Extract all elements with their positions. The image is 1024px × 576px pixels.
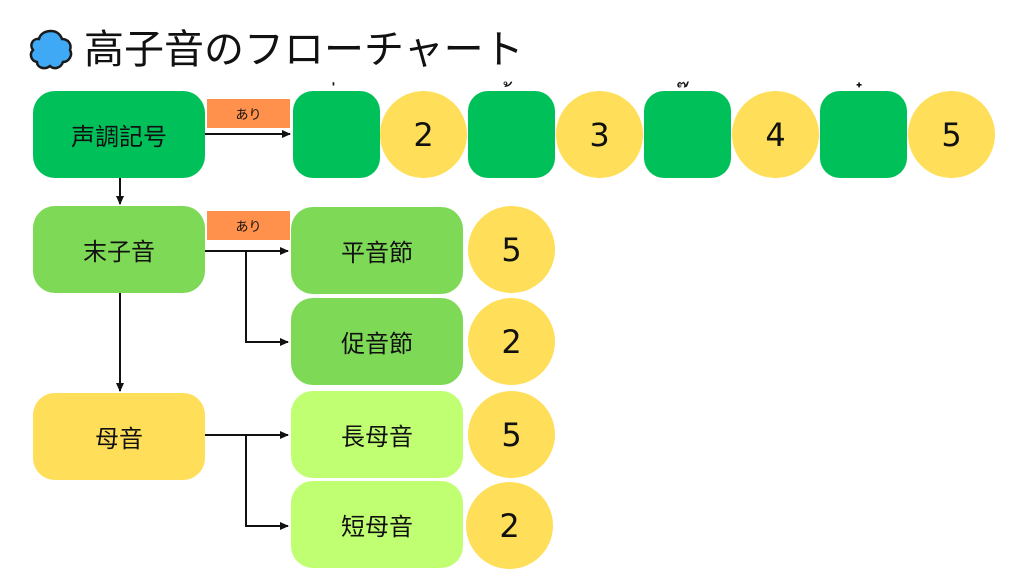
node-vowel: 母音: [33, 393, 205, 480]
page-title: 高子音のフローチャート: [84, 27, 524, 73]
tone-mark-1: ่: [293, 87, 380, 111]
node-final-consonant: 末子音: [33, 206, 205, 293]
arrow-vowel-to-short: [245, 435, 289, 530]
node-long-vowel: 長母音: [291, 391, 463, 478]
title-area: 高子音のフローチャート: [28, 24, 524, 76]
result-long-vowel: 5: [468, 391, 555, 478]
tone-mark-box-1: ่: [293, 91, 380, 178]
tone-result-3: 4: [732, 91, 819, 178]
tone-mark-2: ้: [468, 87, 555, 111]
node-live-syllable: 平音節: [291, 207, 463, 294]
tone-mark-box-3: ๊: [644, 91, 731, 178]
tone-result-2: 3: [556, 91, 643, 178]
result-short-vowel: 2: [466, 482, 553, 569]
tone-mark-3: ๊: [644, 87, 731, 111]
node-dead-syllable: 促音節: [291, 298, 463, 385]
node-tone-mark: 声調記号: [33, 91, 205, 178]
tone-mark-box-4: ๋: [820, 91, 907, 178]
node-short-vowel: 短母音: [291, 481, 463, 568]
tag-final-yes: あり: [207, 211, 290, 240]
tone-mark-4: ๋: [820, 87, 907, 111]
tag-tone-mark-yes: あり: [207, 99, 290, 128]
blue-blob-icon: [29, 29, 73, 70]
arrow-final-to-dead: [245, 251, 289, 346]
tone-result-1: 2: [380, 91, 467, 178]
result-dead-syllable: 2: [468, 298, 555, 385]
tone-mark-box-2: ้: [468, 91, 555, 178]
result-live-syllable: 5: [468, 206, 555, 293]
tone-result-4: 5: [908, 91, 995, 178]
